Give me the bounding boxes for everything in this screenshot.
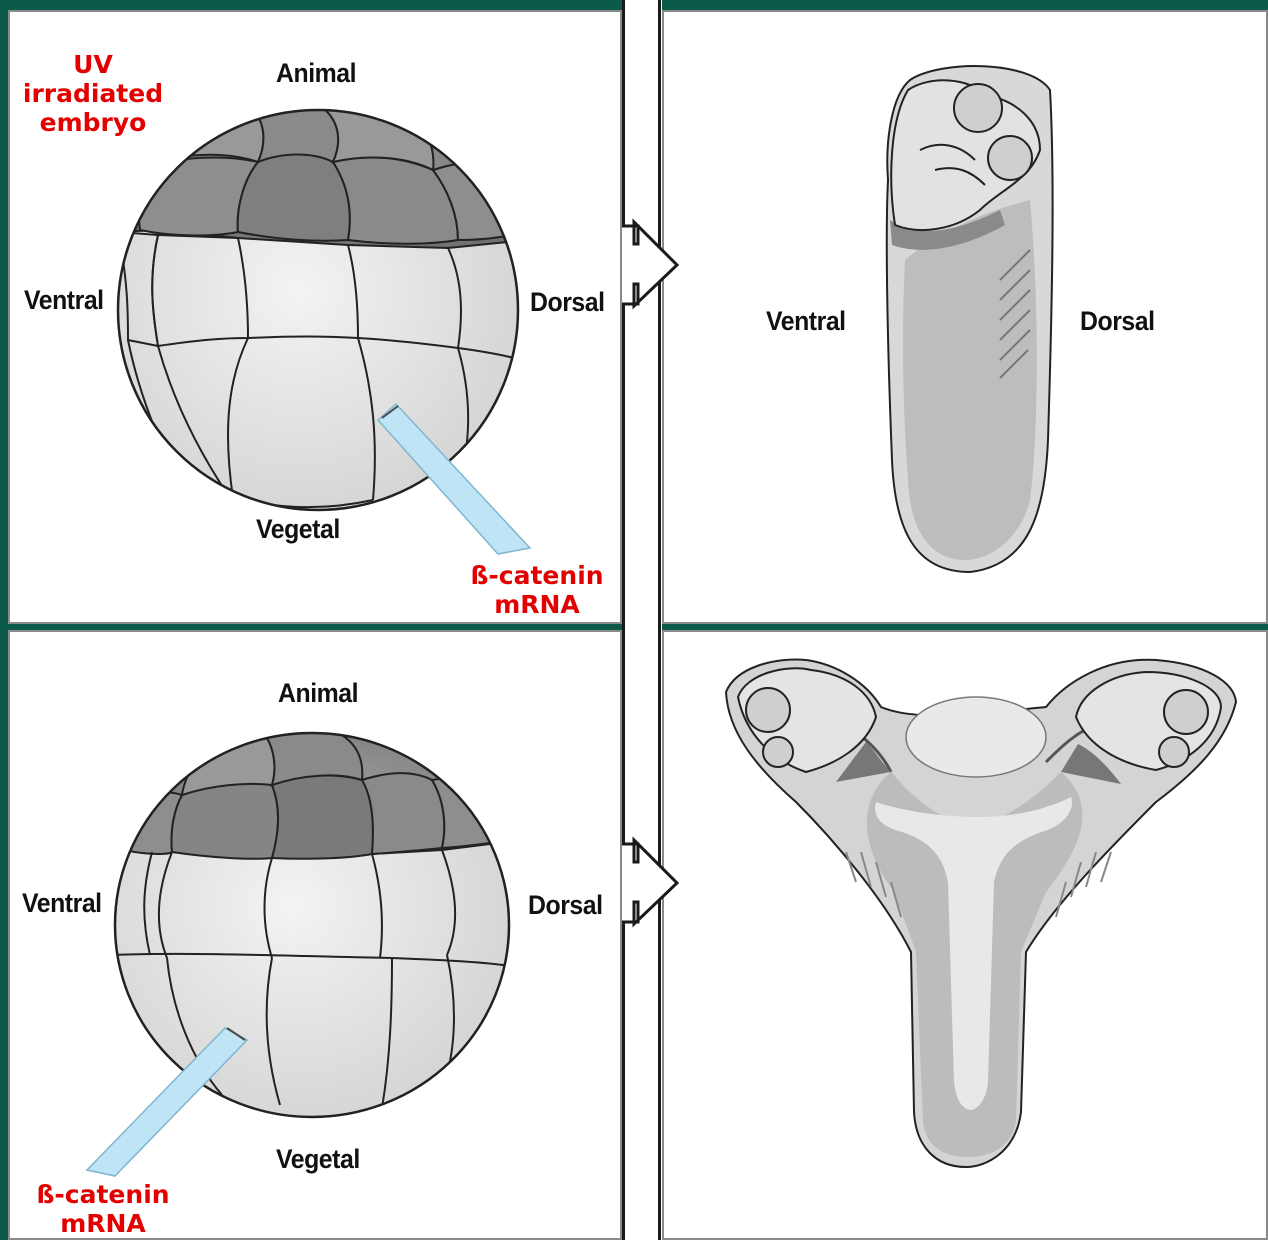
injection-needle-icon [85, 1020, 255, 1180]
injection-line-1: ß-catenin [28, 1180, 178, 1209]
center-gutter [622, 0, 662, 1240]
arrow-right-icon [620, 838, 680, 928]
tadpole-single-axis [880, 60, 1060, 580]
ventral-label: Ventral [24, 285, 104, 316]
injection-label: ß-catenin mRNA [28, 1180, 178, 1238]
animal-pole-label: Animal [276, 58, 356, 89]
injection-label: ß-catenin mRNA [462, 561, 612, 619]
vegetal-pole-label: Vegetal [256, 514, 340, 545]
ventral-label: Ventral [766, 306, 846, 337]
injection-needle-icon [370, 398, 540, 558]
dorsal-label: Dorsal [530, 287, 605, 318]
injection-line-2: mRNA [462, 590, 612, 619]
injection-line-2: mRNA [28, 1209, 178, 1238]
condition-line-2: irradiated [18, 79, 168, 108]
injection-line-1: ß-catenin [462, 561, 612, 590]
vegetal-pole-label: Vegetal [276, 1144, 360, 1175]
animal-pole-label: Animal [278, 678, 358, 709]
dorsal-label: Dorsal [528, 890, 603, 921]
ventral-label: Ventral [22, 888, 102, 919]
arrow-right-icon [620, 220, 680, 310]
tadpole-double-axis [716, 652, 1240, 1172]
divider-line-left [622, 0, 625, 1240]
dorsal-label: Dorsal [1080, 306, 1155, 337]
condition-label: UV irradiated embryo [18, 50, 168, 137]
divider-line-right [658, 0, 661, 1240]
condition-line-3: embryo [18, 108, 168, 137]
condition-line-1: UV [18, 50, 168, 79]
